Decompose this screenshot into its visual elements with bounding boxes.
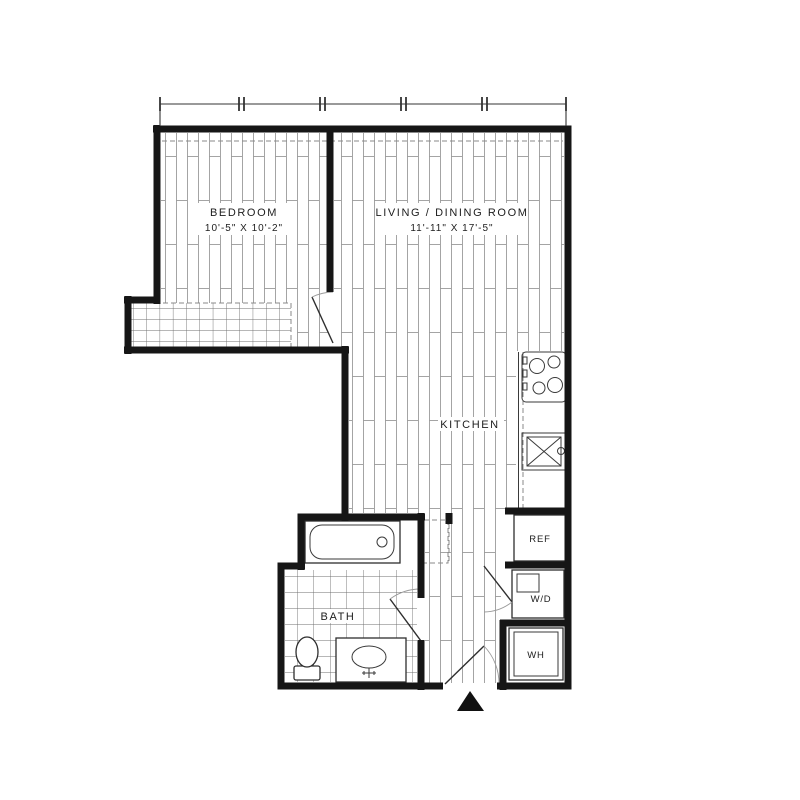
bedroom-label-bg bbox=[196, 203, 292, 235]
bedroom-door-arc bbox=[311, 291, 334, 298]
bath-vanity bbox=[335, 637, 407, 683]
bathtub bbox=[304, 520, 401, 564]
water-heater bbox=[508, 627, 564, 681]
water-heater-inner bbox=[513, 631, 559, 677]
kitchen-sink-basin bbox=[526, 436, 562, 467]
doors bbox=[311, 291, 513, 685]
bedroom-dimensions: 10'-5" X 10'-2" bbox=[205, 223, 283, 234]
cooktop-knob-icon bbox=[522, 382, 528, 391]
bedroom-door-leaf bbox=[311, 296, 334, 344]
room-labels: BEDROOM 10'-5" X 10'-2" LIVING / DINING … bbox=[196, 203, 528, 623]
burner-icon bbox=[547, 355, 561, 369]
bathtub-inner bbox=[309, 524, 395, 560]
appliances: REF W/D WH bbox=[508, 514, 567, 681]
room-label-living-dining: LIVING / DINING ROOM bbox=[375, 207, 528, 219]
burner-icon bbox=[529, 358, 545, 374]
washer-dryer-label: W/D bbox=[531, 594, 552, 605]
burner-icon bbox=[547, 377, 563, 393]
toilet-tank bbox=[293, 665, 321, 681]
water-heater-label: WH bbox=[527, 650, 544, 661]
kitchen-label-bg bbox=[438, 417, 504, 431]
refrigerator-label: REF bbox=[529, 534, 550, 545]
entry-corridor-floor bbox=[425, 513, 501, 683]
entry-arrow-icon bbox=[457, 691, 484, 711]
kitchen-sink-x-icon bbox=[526, 436, 562, 467]
washer-dryer bbox=[511, 569, 565, 619]
burner-icon bbox=[532, 381, 546, 395]
laundry-door-arc bbox=[483, 601, 513, 613]
living-label-bg bbox=[382, 203, 524, 235]
room-label-bedroom: BEDROOM bbox=[210, 207, 278, 219]
living-room-floor bbox=[334, 133, 564, 351]
bath-fixtures bbox=[293, 520, 407, 683]
window-band bbox=[159, 97, 567, 126]
toilet-bowl bbox=[295, 636, 319, 668]
cooktop-knob-icon bbox=[522, 356, 528, 365]
bath-label-bg bbox=[316, 609, 360, 623]
bath-faucet-icon bbox=[362, 668, 376, 678]
room-label-bath: BATH bbox=[321, 611, 356, 623]
washer-dryer-drum-icon bbox=[516, 573, 540, 593]
laundry-door-leaf bbox=[483, 565, 513, 603]
interior-walls bbox=[326, 129, 568, 690]
entry-door-leaf bbox=[444, 645, 485, 685]
entry-door-arc bbox=[483, 645, 500, 685]
walls bbox=[124, 125, 572, 690]
bathtub-drain-icon bbox=[376, 536, 388, 548]
kitchen-fixtures bbox=[518, 351, 567, 511]
closet-floor-grid bbox=[131, 303, 291, 347]
kitchen-floor bbox=[349, 351, 516, 513]
exterior-walls bbox=[124, 125, 572, 690]
room-label-kitchen: KITCHEN bbox=[440, 419, 499, 431]
living-dining-dimensions: 11'-11" X 17'-5" bbox=[410, 223, 493, 234]
cooktop-knob-icon bbox=[522, 369, 528, 378]
bath-door-leaf bbox=[389, 598, 422, 642]
